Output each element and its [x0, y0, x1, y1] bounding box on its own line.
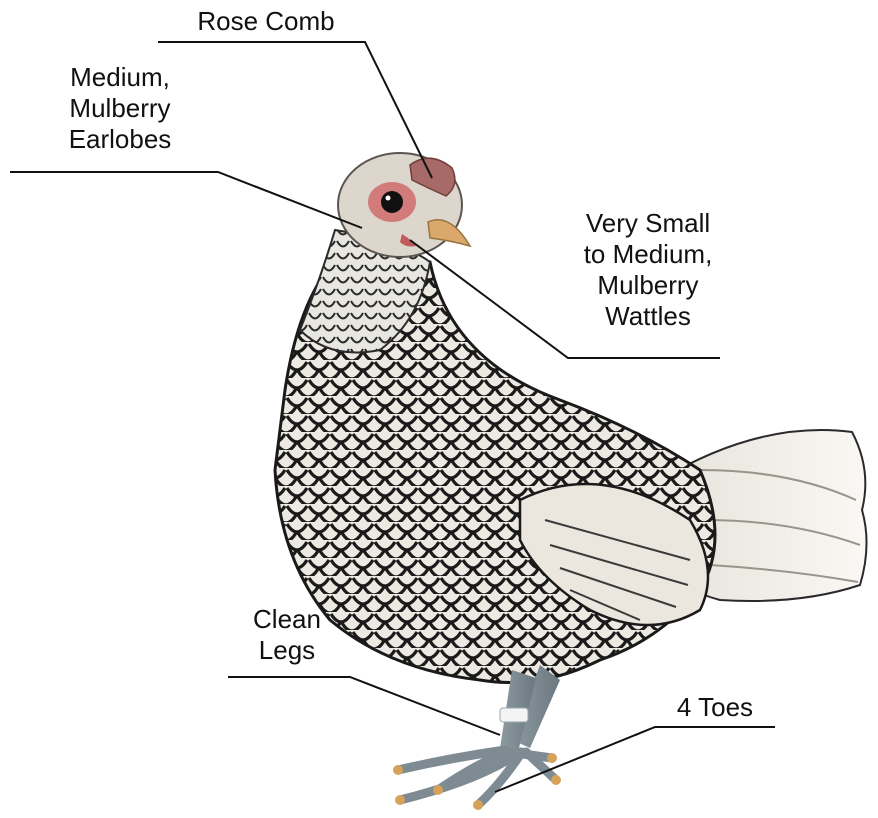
- label-clean-legs-line-2: Legs: [222, 635, 352, 666]
- label-wattles-line-2: to Medium,: [558, 239, 738, 270]
- label-clean-legs: Clean Legs: [222, 604, 352, 666]
- label-wattles-line-1: Very Small: [558, 208, 738, 239]
- label-wattles-line-3: Mulberry: [558, 270, 738, 301]
- label-rose-comb: Rose Comb: [176, 6, 356, 37]
- label-rose-comb-line-1: Rose Comb: [176, 6, 356, 37]
- label-earlobes-line-2: Mulberry: [30, 93, 210, 124]
- label-wattles-line-4: Wattles: [558, 301, 738, 332]
- label-four-toes: 4 Toes: [650, 692, 780, 723]
- leader-line-earlobes: [10, 172, 362, 228]
- leader-line-legs: [228, 677, 500, 735]
- label-earlobes-line-1: Medium,: [30, 62, 210, 93]
- label-wattles: Very Small to Medium, Mulberry Wattles: [558, 208, 738, 332]
- label-four-toes-line-1: 4 Toes: [650, 692, 780, 723]
- label-clean-legs-line-1: Clean: [222, 604, 352, 635]
- leg-band: [500, 708, 528, 722]
- chicken-eye: [381, 191, 403, 213]
- label-earlobes: Medium, Mulberry Earlobes: [30, 62, 210, 155]
- label-earlobes-line-3: Earlobes: [30, 124, 210, 155]
